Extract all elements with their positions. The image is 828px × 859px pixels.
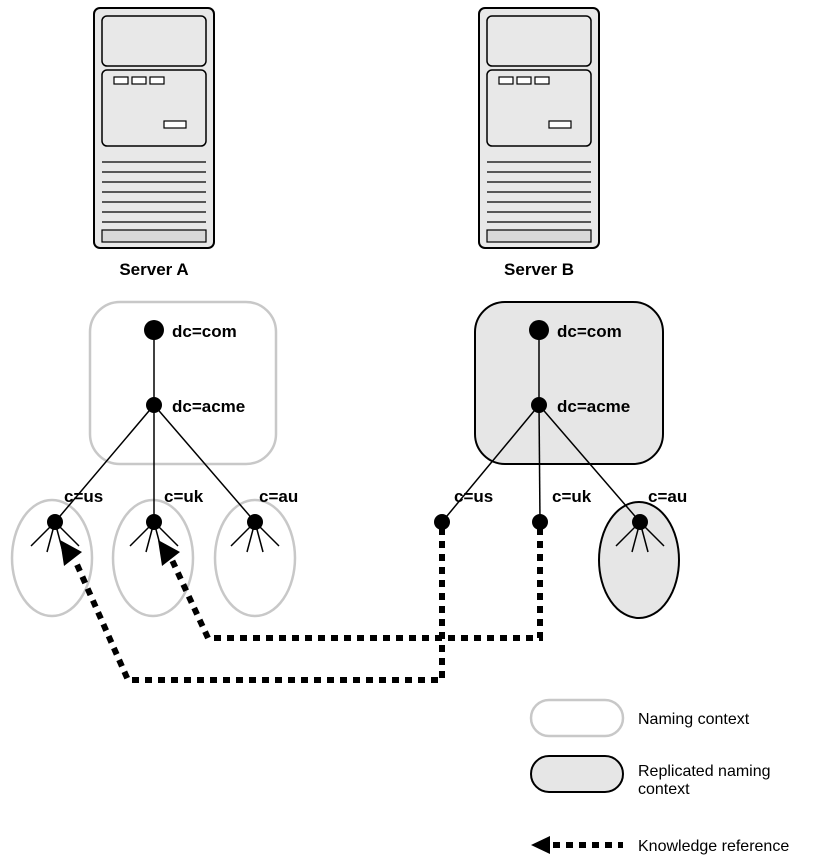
server-b-node-dc-acme [531, 397, 547, 413]
legend-naming-context-swatch [529, 698, 625, 738]
server-a-label: Server A [119, 260, 188, 279]
server-a-label-us: c=us [64, 487, 103, 506]
legend-replicated-label-line1: Replicated naming [638, 763, 771, 780]
server-a-node-au [247, 514, 263, 530]
server-b-node-dc-com [529, 320, 549, 340]
server-a-au-context [213, 498, 297, 618]
server-b-label-au: c=au [648, 487, 687, 506]
server-b-label-uk: c=uk [552, 487, 592, 506]
server-a-us-context [10, 498, 94, 618]
server-a-node-dc-acme [146, 397, 162, 413]
server-a-label-dc-com: dc=com [172, 322, 237, 341]
server-b-node-us [434, 514, 450, 530]
legend-replicated-swatch [530, 755, 624, 793]
knowledge-reference-us [60, 528, 445, 683]
server-b-node-au [632, 514, 648, 530]
server-a-label-au: c=au [259, 487, 298, 506]
server-b-label-us: c=us [454, 487, 493, 506]
legend: Naming context Replicated naming context… [529, 698, 789, 855]
server-a-root-context [88, 300, 278, 466]
legend-knowledge-reference-swatch [531, 836, 623, 854]
server-a-label-uk: c=uk [164, 487, 204, 506]
server-a-node-uk [146, 514, 162, 530]
server-a-node-us [47, 514, 63, 530]
server-a-icon [93, 7, 215, 249]
server-b-node-uk [532, 514, 548, 530]
legend-knowledge-reference-label: Knowledge reference [638, 838, 789, 855]
server-b-label: Server B [504, 260, 574, 279]
server-b-icon [478, 7, 600, 249]
server-b-replicated-root-context [474, 301, 664, 465]
server-a-node-dc-com [144, 320, 164, 340]
server-b-replicated-au-context [598, 501, 680, 619]
server-a-uk-context [111, 498, 195, 618]
server-a-label-dc-acme: dc=acme [172, 397, 245, 416]
legend-naming-context-label: Naming context [638, 711, 750, 728]
knowledge-reference-uk [158, 528, 543, 641]
legend-replicated-label-line2: context [638, 781, 690, 798]
server-b-label-dc-acme: dc=acme [557, 397, 630, 416]
server-b-label-dc-com: dc=com [557, 322, 622, 341]
